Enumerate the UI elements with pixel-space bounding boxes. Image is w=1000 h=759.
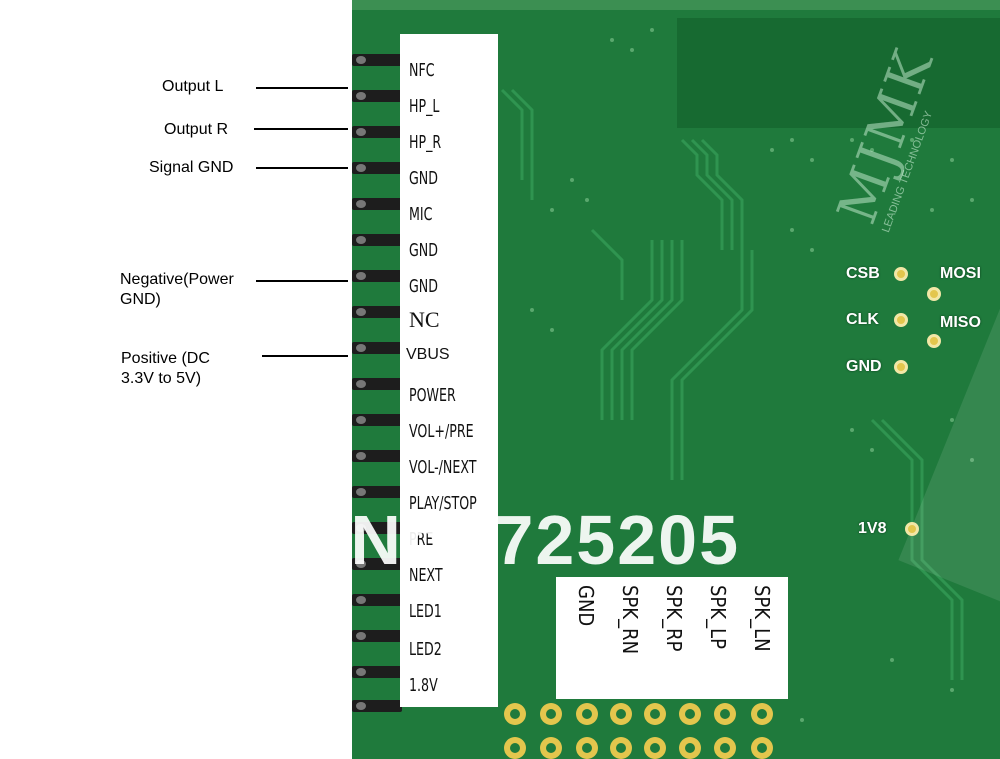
pin-label: VBUS [406, 346, 450, 363]
pad-label-1v8: 1V8 [858, 520, 887, 537]
speaker-label: SPK_RN [618, 585, 642, 655]
pad-label-mosi: MOSI [940, 265, 981, 282]
bottom-pad [679, 737, 701, 759]
header-pin [352, 342, 402, 354]
bottom-pad [714, 737, 736, 759]
annotation-positive: Positive (DC 3.3V to 5V) [121, 350, 210, 387]
pin-label: VOL+/PRE [409, 421, 474, 442]
bottom-pad [504, 737, 526, 759]
pin-label: PLAY/STOP [409, 493, 477, 514]
pin-label: HP_R [409, 132, 442, 153]
header-pin [352, 594, 402, 606]
header-pin [352, 162, 402, 174]
annotation-signal-gnd: Signal GND [149, 159, 234, 176]
header-pin [352, 378, 402, 390]
pin-label: NEXT [409, 565, 443, 586]
header-pin [352, 666, 402, 678]
header-pin [352, 558, 402, 570]
bottom-pad [576, 703, 598, 725]
bottom-pad [504, 703, 526, 725]
pad-clk [894, 313, 908, 327]
pad-label-clk: CLK [846, 311, 879, 328]
header-pin [352, 234, 402, 246]
pin-label: MIC [409, 204, 433, 225]
pin-label: 1.8V [409, 675, 438, 696]
speaker-label: SPK_LP [706, 585, 730, 649]
pin-label: GND [409, 276, 438, 297]
bottom-pad [610, 737, 632, 759]
pin-label: HP_L [409, 96, 440, 117]
pin-label-panel: NFC HP_L HP_R GND MIC GND GND NC VBUS PO… [400, 34, 498, 707]
pad-csb [894, 267, 908, 281]
pin-label: POWER [409, 385, 456, 406]
header-pin [352, 126, 402, 138]
header-pin [352, 450, 402, 462]
header-pin [352, 522, 402, 534]
annotation-output-r: Output R [164, 121, 229, 138]
pin-label: PRE [409, 529, 434, 550]
bottom-pad [751, 737, 773, 759]
leader-line [262, 355, 348, 357]
speaker-label: SPK_RP [662, 585, 686, 652]
pcb-traces [500, 28, 974, 722]
bottom-pad [679, 703, 701, 725]
header-pin [352, 700, 402, 712]
board-edge [352, 0, 1000, 10]
pad-mosi [927, 287, 941, 301]
header-pin [352, 414, 402, 426]
bottom-pad [610, 703, 632, 725]
bottom-pad [644, 703, 666, 725]
bottom-pad [644, 737, 666, 759]
pin-label: LED1 [409, 601, 442, 622]
bottom-pad [576, 737, 598, 759]
bottom-pad [714, 703, 736, 725]
header-pin [352, 486, 402, 498]
bottom-pad [540, 737, 562, 759]
leader-line [256, 167, 348, 169]
bottom-pad [751, 703, 773, 725]
header-pin [352, 306, 402, 318]
pad-label-csb: CSB [846, 265, 880, 282]
pin-label: NFC [409, 60, 435, 81]
ground-plane [677, 18, 1000, 128]
pin-label: VOL-/NEXT [409, 457, 477, 478]
leader-line [256, 280, 348, 282]
pad-label-gnd: GND [846, 358, 882, 375]
leader-line [256, 87, 348, 89]
pin-label: LED2 [409, 639, 442, 660]
annotation-negative: Negative(Power GND) [120, 271, 234, 308]
leader-line [254, 128, 348, 130]
pad-label-miso: MISO [940, 314, 981, 331]
header-pin [352, 90, 402, 102]
header-pin [352, 630, 402, 642]
speaker-label: SPK_LN [750, 585, 774, 652]
pin-label: GND [409, 168, 438, 189]
header-pin [352, 198, 402, 210]
bottom-pad [540, 703, 562, 725]
pin-label: GND [409, 240, 438, 261]
speaker-label-panel: GND SPK_RN SPK_RP SPK_LP SPK_LN [556, 577, 788, 699]
pad-gnd [894, 360, 908, 374]
pin-label: NC [409, 307, 440, 332]
header-pin [352, 54, 402, 66]
speaker-label: GND [574, 585, 598, 627]
pad-1v8 [905, 522, 919, 536]
annotation-output-l: Output L [162, 78, 224, 95]
store-watermark: Store No: 725205 [140, 501, 741, 579]
header-pin [352, 270, 402, 282]
pad-miso [927, 334, 941, 348]
